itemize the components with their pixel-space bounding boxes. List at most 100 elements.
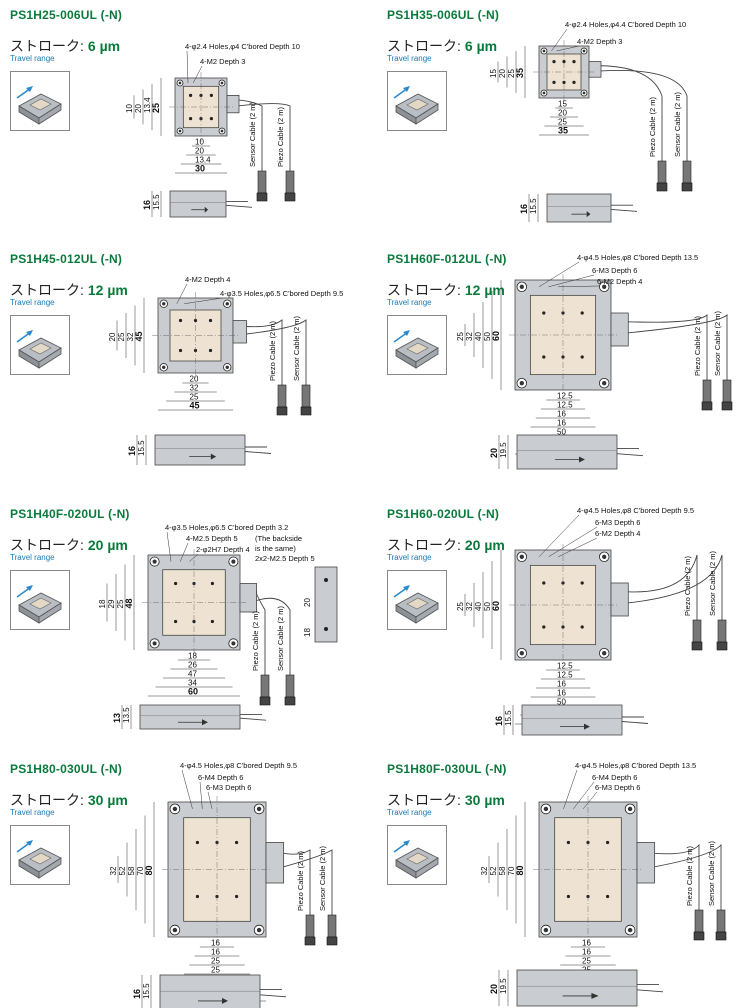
tapped-hole xyxy=(561,625,565,629)
dimension-label: 35 xyxy=(515,68,525,78)
hole-callout: 6-M4 Depth 6 xyxy=(198,773,243,782)
motion-arrow-head xyxy=(210,453,217,460)
side-cable xyxy=(621,716,649,724)
dimension-label: 32 xyxy=(109,866,118,875)
hole-callout: 4-φ4.5 Holes,φ8 C'bored Depth 9.5 xyxy=(577,506,694,515)
cable-connector xyxy=(682,160,692,184)
travel-range-label: Travel range xyxy=(387,298,432,307)
stroke-label: ストローク: xyxy=(387,792,461,808)
cable-line xyxy=(628,313,728,380)
dimension-label: 18 xyxy=(303,628,312,637)
travel-range-label: Travel range xyxy=(10,298,55,307)
dimension-label: 13 xyxy=(112,713,122,723)
side-cable xyxy=(259,988,287,998)
dimension-label: 25 xyxy=(582,957,591,966)
dimension-label: 25 xyxy=(117,332,126,341)
cable-line xyxy=(600,70,688,161)
cable-label: Piezo Cable (2 m) xyxy=(685,845,694,906)
side-view-body xyxy=(516,434,618,470)
tapped-hole xyxy=(209,93,213,97)
dimension-label: 20 xyxy=(489,448,499,458)
motion-arrow-head xyxy=(584,723,590,730)
side-view-body xyxy=(154,434,246,466)
connector-housing xyxy=(226,95,240,114)
dimension-label: 19.5 xyxy=(499,978,508,994)
cable-label: Piezo Cable (2 m) xyxy=(276,106,285,167)
dimension-label: 50 xyxy=(557,698,566,707)
stroke-value: 30 µm xyxy=(464,792,505,808)
dimension-label: 47 xyxy=(188,670,197,679)
mounting-hole-center xyxy=(220,81,224,85)
tapped-hole xyxy=(324,627,328,631)
side-cable xyxy=(636,983,664,993)
tapped-hole xyxy=(580,355,584,359)
cable-connector xyxy=(285,674,295,698)
dimension-label: 52 xyxy=(118,866,127,875)
model-title: PS1H40F-020UL (-N) xyxy=(10,507,130,521)
hole-callout: 4-M2 Depth 3 xyxy=(577,37,622,46)
mounting-hole-center xyxy=(162,365,166,369)
dimension-label: 32 xyxy=(465,332,474,341)
dimension-label: 15.5 xyxy=(142,983,151,999)
dimension-label: 25 xyxy=(507,69,516,78)
mounting-hole-center xyxy=(602,284,607,289)
leader-line xyxy=(207,791,213,809)
leader-line xyxy=(179,542,189,562)
dimension-label: 12.5 xyxy=(557,401,573,410)
side-view-body xyxy=(521,704,623,736)
hole-callout: 6-M4 Depth 6 xyxy=(592,773,637,782)
dimension-label: 19.5 xyxy=(499,442,508,458)
model-title: PS1H60-020UL (-N) xyxy=(387,507,500,521)
dimension-label: 25 xyxy=(211,957,220,966)
dimension-label: 25 xyxy=(151,103,161,113)
dimension-label: 15 xyxy=(489,69,498,78)
cable-plug xyxy=(304,936,316,946)
leader-line xyxy=(199,781,203,809)
tapped-hole xyxy=(580,311,584,315)
connector-housing xyxy=(239,583,257,613)
tapped-hole xyxy=(566,840,570,845)
hole-callout: is the same) xyxy=(255,544,296,553)
leader-line xyxy=(181,769,193,809)
dimension-label: 80 xyxy=(144,865,154,875)
tapped-hole xyxy=(235,840,239,845)
stroke-value: 12 µm xyxy=(87,282,128,298)
dimension-label: 32 xyxy=(480,866,489,875)
dimension-label: 16 xyxy=(211,948,220,957)
dimension-label: 12.5 xyxy=(557,392,573,401)
stage-photo xyxy=(387,825,447,885)
model-title: PS1H80-030UL (-N) xyxy=(10,762,123,776)
stage-photo xyxy=(10,315,70,375)
stage-photo xyxy=(10,570,70,630)
tapped-hole xyxy=(542,625,546,629)
cable-plug xyxy=(300,406,312,416)
cable-plug xyxy=(276,406,288,416)
tapped-hole xyxy=(178,348,183,353)
dimension-label: 32 xyxy=(190,384,199,393)
cable-connector xyxy=(327,914,337,938)
hole-callout: 6-M3 Depth 6 xyxy=(592,266,637,275)
cable-line xyxy=(255,590,266,675)
dimension-label: 45 xyxy=(134,331,144,341)
stroke-line: ストローク:30 µm xyxy=(387,790,505,810)
travel-range-label: Travel range xyxy=(10,553,55,562)
hole-callout: 2-φ2H7 Depth 4 xyxy=(196,545,250,554)
hole-callout: 4-φ4.5 Holes,φ8 C'bored Depth 9.5 xyxy=(180,761,297,770)
tapped-hole xyxy=(542,311,546,315)
stage-photo xyxy=(387,315,447,375)
dimension-label: 20 xyxy=(489,984,499,994)
travel-range-label: Travel range xyxy=(387,808,432,817)
cable-plug xyxy=(326,936,338,946)
hole-callout: 6-M3 Depth 6 xyxy=(595,518,640,527)
mounting-hole-center xyxy=(256,806,262,812)
dimension-label: 15 xyxy=(558,100,567,109)
cable-line xyxy=(238,103,291,171)
cable-connector xyxy=(702,379,712,403)
dimension-label: 60 xyxy=(491,601,501,611)
cable-line xyxy=(628,554,723,620)
tapped-hole xyxy=(580,581,584,585)
mounting-hole-center xyxy=(627,806,633,812)
mounting-hole-center xyxy=(152,641,157,646)
